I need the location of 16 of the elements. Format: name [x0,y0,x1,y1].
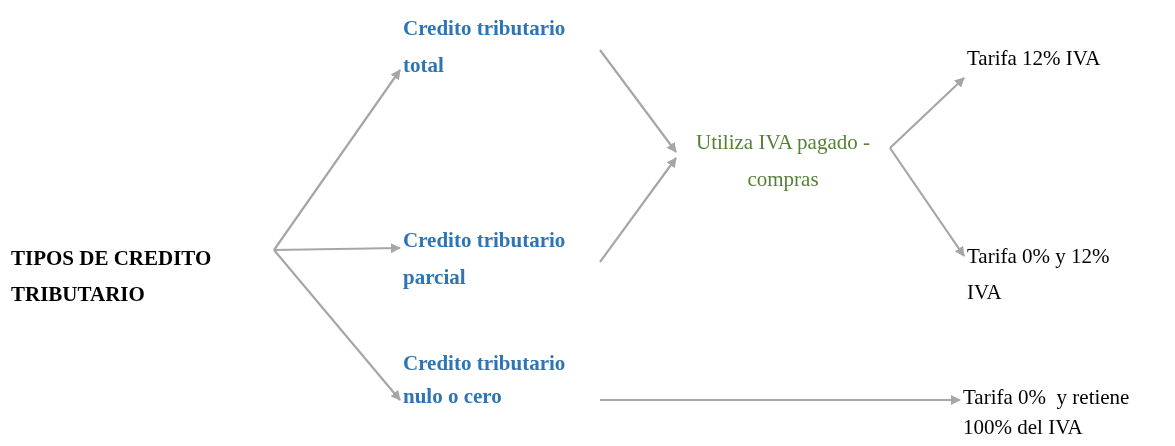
root-label: TIPOS DE CREDITO TRIBUTARIO [8,240,274,312]
arrow [599,157,677,263]
arrow [600,395,961,405]
arrow [599,49,677,153]
arrow [889,77,965,149]
arrow [273,249,401,401]
category-label: Credito tributario total [400,10,600,84]
arrow [274,243,401,254]
category-label: Credito tributario parcial [400,222,600,296]
category-label: Credito tributario nulo o cero [400,347,600,446]
rate-label: Tarifa 12% IVA [964,40,1154,80]
arrow [889,147,965,257]
rate-label: Tarifa 0% y retiene 100% del IVA [960,382,1174,446]
rate-label: Tarifa 0% y 12% IVA [964,238,1144,312]
arrow [273,69,401,251]
usage-label: Utiliza IVA pagado - compras [676,124,890,198]
